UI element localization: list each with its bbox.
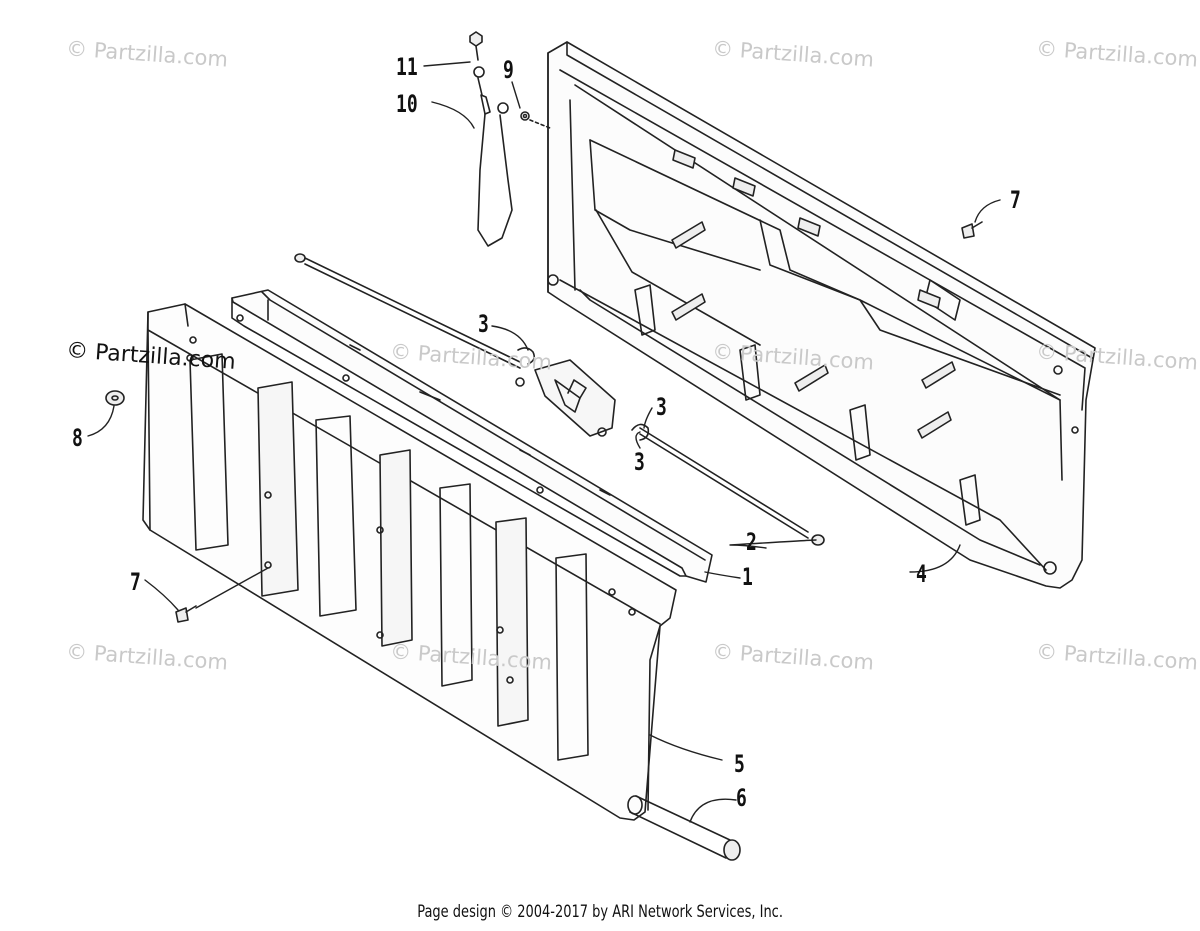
callout-10: 10 bbox=[396, 90, 418, 118]
leader-lines bbox=[87, 61, 1001, 823]
tailgate-housing bbox=[547, 41, 1096, 589]
tailgate-panel bbox=[142, 303, 677, 821]
screw-7-front bbox=[175, 605, 197, 623]
rivet-8 bbox=[105, 390, 125, 406]
screw-7-rear bbox=[961, 221, 983, 239]
callout-3-top: 3 bbox=[478, 310, 489, 338]
callout-2: 2 bbox=[746, 528, 757, 556]
callout-5: 5 bbox=[734, 750, 745, 778]
callout-7-rear: 7 bbox=[1010, 186, 1021, 214]
callout-7-front: 7 bbox=[130, 568, 141, 596]
callout-9: 9 bbox=[503, 56, 514, 84]
callout-11: 11 bbox=[396, 53, 418, 81]
footer-copyright: Page design © 2004-2017 by ARI Network S… bbox=[0, 902, 1200, 922]
callout-3-right: 3 bbox=[656, 393, 667, 421]
hinge-pin bbox=[627, 795, 741, 861]
cable-assembly bbox=[469, 31, 551, 247]
callout-4: 4 bbox=[916, 560, 927, 588]
latch-mechanism bbox=[515, 347, 650, 441]
callout-6: 6 bbox=[736, 784, 747, 812]
upper-rail bbox=[231, 289, 713, 583]
callout-1: 1 bbox=[742, 563, 753, 591]
latch-rod bbox=[294, 253, 825, 546]
callout-8: 8 bbox=[72, 424, 83, 452]
footer-text: Page design © 2004-2017 by ARI Network S… bbox=[417, 902, 783, 922]
callout-3-bottom: 3 bbox=[634, 448, 645, 476]
